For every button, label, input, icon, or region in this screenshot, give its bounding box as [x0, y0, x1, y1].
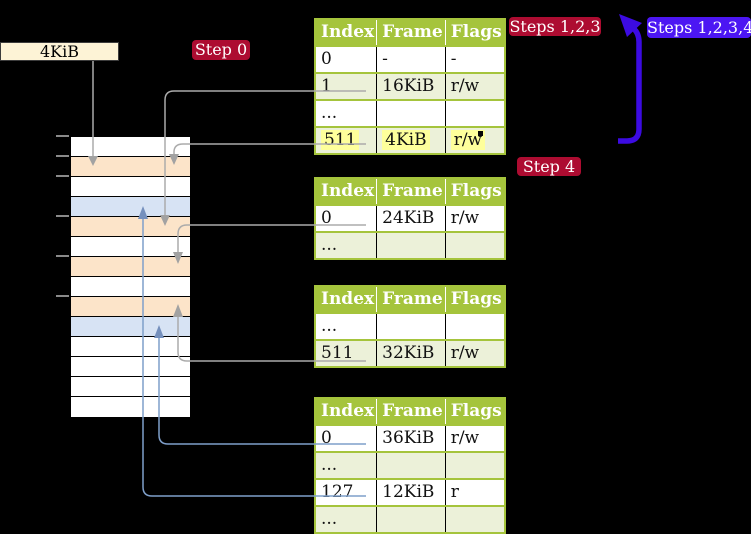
- badge-steps-1-2-3-4: Steps 1,2,3,4: [647, 17, 751, 38]
- badge-step-4: Step 4: [517, 157, 581, 176]
- cell-index: 0: [314, 424, 378, 453]
- badge-step-0: Step 0: [192, 40, 250, 60]
- memory-frame-row-white: [71, 237, 190, 257]
- cell-frame: [376, 505, 446, 534]
- column-header-index: Index: [314, 397, 378, 426]
- memory-address-tick: [56, 135, 69, 137]
- cell-frame: 32KiB: [376, 339, 446, 368]
- table-row: 127 12KiB r: [314, 478, 506, 507]
- memory-frame-row-peach: [71, 157, 190, 177]
- column-header-index: Index: [314, 177, 378, 206]
- badge-steps-1-2-3: Steps 1,2,3: [509, 17, 601, 36]
- recursive-loop-arrow: [618, 25, 642, 144]
- table-header-row: Index Frame Flags: [314, 397, 506, 426]
- cell-flags: r/w: [444, 72, 506, 101]
- memory-frame-row-peach: [71, 297, 190, 317]
- column-header-frame: Frame: [376, 177, 446, 206]
- memory-address-tick: [56, 175, 69, 177]
- table-row-recursive-entry: 511 4KiB r/w: [314, 126, 506, 155]
- page-table-4: Index Frame Flags 0 36KiB r/w ... 127 12…: [314, 397, 506, 534]
- cell-frame: [376, 312, 446, 341]
- cell-index: ...: [314, 451, 378, 480]
- page-table-1: Index Frame Flags 0 - - 1 16KiB r/w ... …: [314, 18, 506, 155]
- cell-flags: [444, 451, 506, 480]
- memory-address-tick: [56, 255, 69, 257]
- table-header-row: Index Frame Flags: [314, 285, 506, 314]
- table-row: 1 16KiB r/w: [314, 72, 506, 101]
- cell-flags: [444, 505, 506, 534]
- cell-index: 511: [314, 126, 378, 155]
- table-row: ...: [314, 505, 506, 534]
- cell-flags: r/w: [444, 339, 506, 368]
- table-row: ...: [314, 451, 506, 480]
- memory-frame-row-peach: [71, 217, 190, 237]
- table-row: ...: [314, 99, 506, 128]
- column-header-index: Index: [314, 285, 378, 314]
- table-row: 511 32KiB r/w: [314, 339, 506, 368]
- cell-index: ...: [314, 505, 378, 534]
- table-row: ...: [314, 231, 506, 260]
- cell-index: ...: [314, 231, 378, 260]
- cell-frame: 24KiB: [376, 204, 446, 233]
- memory-address-tick: [56, 155, 69, 157]
- memory-frame-row-white: [71, 137, 190, 157]
- table-header-row: Index Frame Flags: [314, 177, 506, 206]
- cell-flags: [444, 312, 506, 341]
- memory-frame-row-blue: [71, 317, 190, 337]
- table-row: 0 36KiB r/w: [314, 424, 506, 453]
- cell-frame: 4KiB: [376, 126, 446, 155]
- cell-flags: r: [444, 478, 506, 507]
- column-header-index: Index: [314, 18, 378, 47]
- table-row: ...: [314, 312, 506, 341]
- memory-frame-row-white: [71, 397, 190, 417]
- column-header-flags: Flags: [444, 18, 506, 47]
- column-header-flags: Flags: [444, 397, 506, 426]
- page-table-2: Index Frame Flags 0 24KiB r/w ...: [314, 177, 506, 260]
- memory-frame-row-peach: [71, 257, 190, 277]
- memory-frame-row-white: [71, 277, 190, 297]
- memory-frame-row-white: [71, 357, 190, 377]
- memory-frame-row-white: [71, 337, 190, 357]
- cell-frame: [376, 99, 446, 128]
- cell-flags: r/w: [444, 204, 506, 233]
- cell-flags: [444, 231, 506, 260]
- frame-size-label: 4KiB: [0, 42, 119, 61]
- cell-flags: r/w: [444, 126, 506, 155]
- cell-index: 0: [314, 45, 378, 74]
- column-header-frame: Frame: [376, 285, 446, 314]
- column-header-flags: Flags: [444, 177, 506, 206]
- cell-index: ...: [314, 312, 378, 341]
- column-header-frame: Frame: [376, 397, 446, 426]
- highlighted-value: r/w: [450, 130, 486, 150]
- memory-frame-row-white: [71, 177, 190, 197]
- cell-index: 127: [314, 478, 378, 507]
- cell-frame: 12KiB: [376, 478, 446, 507]
- highlighted-value: 4KiB: [382, 130, 430, 150]
- cell-frame: [376, 451, 446, 480]
- cell-frame: 16KiB: [376, 72, 446, 101]
- column-header-flags: Flags: [444, 285, 506, 314]
- memory-address-tick: [56, 295, 69, 297]
- arrow-up-left-icon: [619, 14, 642, 37]
- cell-flags: r/w: [444, 424, 506, 453]
- memory-address-tick: [56, 215, 69, 217]
- cell-index: 511: [314, 339, 378, 368]
- cell-flags: -: [444, 45, 506, 74]
- table-header-row: Index Frame Flags: [314, 18, 506, 47]
- cell-flags: [444, 99, 506, 128]
- cell-index: ...: [314, 99, 378, 128]
- column-header-frame: Frame: [376, 18, 446, 47]
- table-row: 0 - -: [314, 45, 506, 74]
- cell-index: 0: [314, 204, 378, 233]
- memory-column: [70, 136, 191, 418]
- page-table-3: Index Frame Flags ... 511 32KiB r/w: [314, 285, 506, 368]
- cell-frame: [376, 231, 446, 260]
- highlighted-value: 511: [321, 130, 360, 150]
- cell-frame: -: [376, 45, 446, 74]
- memory-frame-row-blue: [71, 197, 190, 217]
- cell-index: 1: [314, 72, 378, 101]
- table-row: 0 24KiB r/w: [314, 204, 506, 233]
- memory-frame-row-white: [71, 377, 190, 397]
- cell-frame: 36KiB: [376, 424, 446, 453]
